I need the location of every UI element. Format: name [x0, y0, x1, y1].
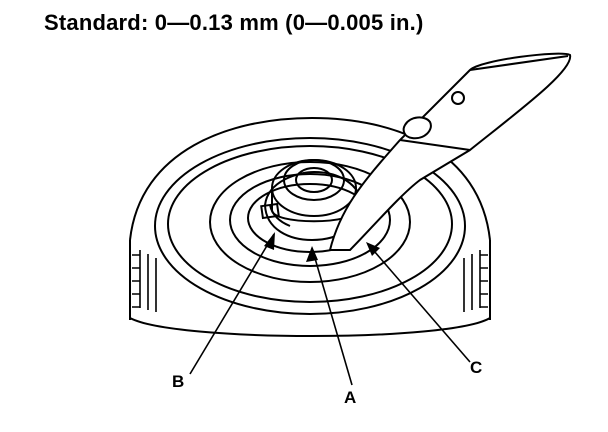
drum-bottom-edge [129, 317, 491, 337]
leader-b [189, 233, 275, 375]
hub-bore-inner [295, 167, 333, 193]
face-ring-outer [154, 137, 466, 315]
drum-splines [132, 250, 488, 312]
drum-outer-rim [129, 116, 491, 241]
callout-b: B [172, 372, 185, 391]
face-ring-2 [167, 145, 453, 303]
face-ring-4 [229, 173, 391, 267]
hub-bore-outer [283, 159, 345, 201]
leader-c [367, 243, 471, 363]
feeler-gauge-tool [328, 52, 572, 251]
face-ring-3 [209, 161, 411, 283]
leader-a [311, 247, 353, 386]
clearance-standard: Standard: 0—0.13 mm (0—0.005 in.) [44, 10, 424, 35]
callout-a: A [344, 388, 357, 407]
callout-c: C [470, 358, 483, 377]
